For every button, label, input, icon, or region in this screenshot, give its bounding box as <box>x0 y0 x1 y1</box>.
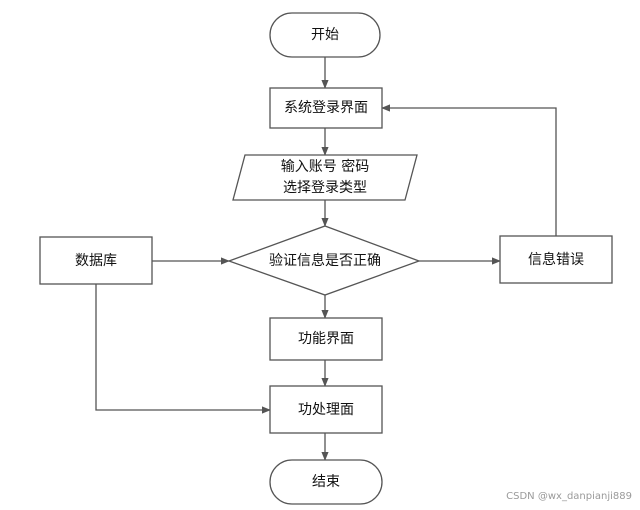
error-box <box>499 235 613 284</box>
edges <box>95 57 557 461</box>
process-label: 功处理面 <box>298 402 354 418</box>
edge-error-to-login <box>381 104 557 236</box>
watermark-text: CSDN @wx_danpianji889 <box>506 491 632 502</box>
labels: 开始 系统登录界面 输入账号 密码 选择登录类型 验证信息是否正确 数据库 信息… <box>75 27 584 490</box>
database-label: 数据库 <box>75 253 117 269</box>
process-box <box>269 385 383 434</box>
function-page-box <box>269 317 383 361</box>
nodes <box>39 12 613 505</box>
database-box <box>39 236 153 285</box>
function-page-label: 功能界面 <box>298 331 354 347</box>
end-label: 结束 <box>312 474 340 490</box>
edge-database-to-process <box>95 284 271 414</box>
verify-decision <box>227 225 421 296</box>
start-terminal <box>269 12 381 58</box>
input-label-line2: 选择登录类型 <box>283 180 367 196</box>
input-parallelogram <box>232 154 418 201</box>
login-page-label: 系统登录界面 <box>284 100 368 116</box>
input-label-line1: 输入账号 密码 <box>281 158 369 175</box>
error-label: 信息错误 <box>528 251 584 268</box>
start-label: 开始 <box>311 27 339 43</box>
login-page-box <box>269 87 383 129</box>
verify-label: 验证信息是否正确 <box>269 252 381 269</box>
end-terminal <box>269 459 383 505</box>
